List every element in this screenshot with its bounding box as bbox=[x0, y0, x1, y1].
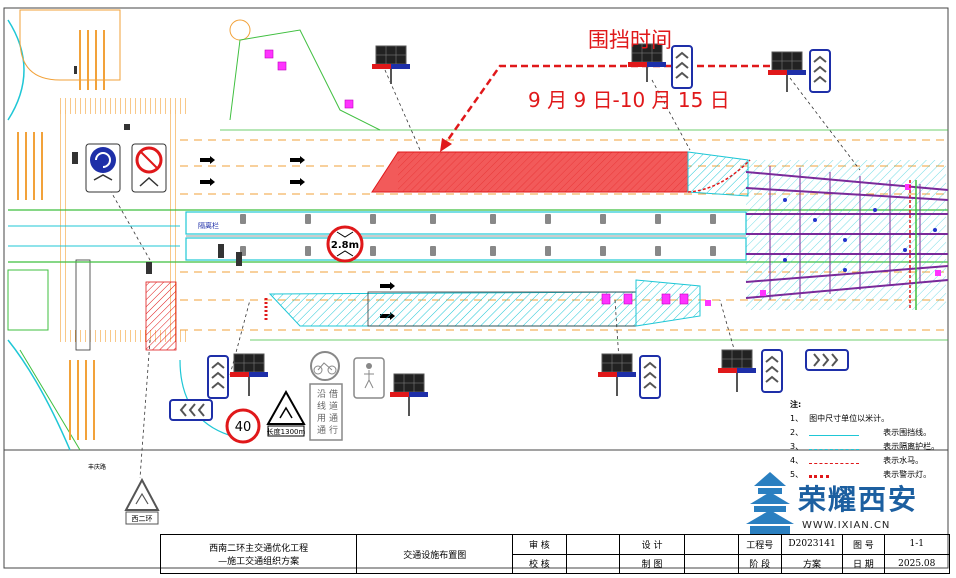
chevron-sign-5 bbox=[761, 349, 783, 393]
cycle-text-4: 借 bbox=[329, 388, 338, 400]
note-num: 3、 bbox=[790, 442, 804, 451]
solar-light-6 bbox=[598, 353, 636, 396]
note-text: 表示警示灯。 bbox=[883, 470, 932, 479]
solar-light-7 bbox=[718, 349, 756, 392]
note-item-4: 4、 表示水马。 bbox=[790, 454, 939, 468]
review-label: 审 核 bbox=[512, 534, 567, 555]
cycle-text-sign: 沿 线 用 通 借 道 通 行 bbox=[309, 383, 343, 441]
cycle-text-5: 道 bbox=[329, 400, 338, 412]
stage-label: 阶 段 bbox=[737, 553, 782, 574]
speed-limit-text: 40 bbox=[235, 420, 252, 435]
no-turn-sign bbox=[131, 143, 167, 193]
cycle-text-6: 通 bbox=[329, 413, 338, 424]
note-num: 4、 bbox=[790, 456, 804, 465]
cycle-text-0: 沿 bbox=[317, 389, 326, 400]
project-no-label: 工程号 bbox=[737, 534, 782, 555]
date-label: 日 期 bbox=[842, 553, 885, 574]
note-item-2: 2、 表示围挡线。 bbox=[790, 426, 939, 440]
legend-swatch-red bbox=[809, 454, 860, 464]
annotation-period: 9 月 9 日-10 月 15 日 bbox=[528, 88, 730, 112]
length-label: 长度1300m bbox=[267, 427, 306, 436]
direction-sign-text: 西二环 bbox=[132, 515, 153, 523]
design-label: 设 计 bbox=[618, 534, 686, 555]
hatch-zone-north bbox=[687, 151, 749, 197]
legend-swatch-lights bbox=[809, 468, 830, 478]
pedestrian-sign bbox=[353, 357, 385, 399]
height-limit-text: 2.8m bbox=[331, 240, 359, 251]
note-text: 图中尺寸单位以米计。 bbox=[809, 414, 890, 423]
solar-light-5 bbox=[390, 373, 428, 416]
watermark-url: WWW.IXIAN.CN bbox=[802, 520, 891, 531]
notes-header: 注: bbox=[790, 400, 802, 409]
roundabout-sign bbox=[85, 143, 121, 193]
note-item-5: 5、 表示警示灯。 bbox=[790, 468, 939, 482]
annotation-title: 围挡时间 bbox=[588, 28, 672, 52]
solar-light-4 bbox=[230, 353, 268, 396]
chevron-sign-right bbox=[805, 349, 849, 371]
title-block: 西南二环主交通优化工程 —施工交通组织方案 交通设施布置图 审 核 设 计 工程… bbox=[159, 534, 950, 574]
check-label: 校 核 bbox=[512, 553, 567, 574]
sheet-no: 1-1 bbox=[883, 534, 950, 555]
watermark-brand: 荣耀西安 bbox=[798, 483, 919, 516]
sheet-label: 图 号 bbox=[842, 534, 885, 555]
legend-swatch-cyan bbox=[809, 426, 860, 436]
date-value: 2025.08 bbox=[883, 553, 950, 574]
note-item-1: 1、 图中尺寸单位以米计。 bbox=[790, 412, 939, 426]
solar-light-3 bbox=[768, 51, 806, 92]
speed-limit-sign: 40 bbox=[225, 408, 261, 444]
watermark-logo: 荣耀西安 WWW.IXIAN.CN bbox=[740, 470, 952, 540]
project-line2: —施工交通组织方案 bbox=[218, 557, 300, 567]
draw-label: 制 图 bbox=[618, 553, 686, 574]
note-num: 1、 bbox=[790, 414, 804, 423]
legend-swatch-cyan-dashed bbox=[809, 440, 860, 450]
cycle-text-7: 行 bbox=[329, 424, 338, 436]
height-limit-sign: 2.8m bbox=[326, 225, 364, 263]
note-num: 2、 bbox=[790, 428, 804, 437]
tower-icon bbox=[746, 472, 794, 534]
chevron-sign-1 bbox=[671, 45, 693, 89]
direction-sign-west: 西二环 bbox=[124, 477, 160, 525]
cycle-text-1: 线 bbox=[317, 400, 326, 412]
note-item-3: 3、 表示隔离护栏。 bbox=[790, 440, 939, 454]
hatch-zone-south bbox=[268, 291, 637, 327]
project-no: D2023141 bbox=[780, 534, 844, 555]
left-intersection bbox=[7, 9, 251, 451]
chevron-sign-4 bbox=[639, 355, 661, 399]
road-label-left: 丰庆路 bbox=[88, 463, 106, 471]
chevron-sign-3 bbox=[207, 355, 229, 399]
cycle-text-3: 通 bbox=[317, 425, 326, 436]
solar-light-2 bbox=[628, 43, 666, 82]
project-name-cell: 西南二环主交通优化工程 —施工交通组织方案 bbox=[159, 534, 358, 574]
construction-warning-sign: 长度1300m bbox=[266, 389, 306, 437]
chevron-sign-left bbox=[169, 399, 213, 421]
note-text: 表示围挡线。 bbox=[883, 428, 932, 437]
drawing-name: 交通设施布置图 bbox=[356, 534, 514, 574]
cycle-text-2: 用 bbox=[317, 413, 326, 424]
note-num: 5、 bbox=[790, 470, 804, 479]
legend-notes: 注: 1、 图中尺寸单位以米计。 2、 表示围挡线。 3、 表示隔离护栏。 4、… bbox=[790, 398, 939, 482]
solar-light-1 bbox=[372, 45, 410, 84]
note-text: 表示水马。 bbox=[883, 456, 924, 465]
chevron-sign-2 bbox=[809, 49, 831, 93]
bicycle-sign bbox=[310, 351, 340, 381]
project-line1: 西南二环主交通优化工程 bbox=[209, 544, 309, 554]
note-text: 表示隔离护栏。 bbox=[883, 442, 940, 451]
bridge-structure bbox=[705, 160, 949, 310]
median-label: 隔离栏 bbox=[198, 221, 219, 230]
stage-value: 方案 bbox=[780, 553, 844, 574]
